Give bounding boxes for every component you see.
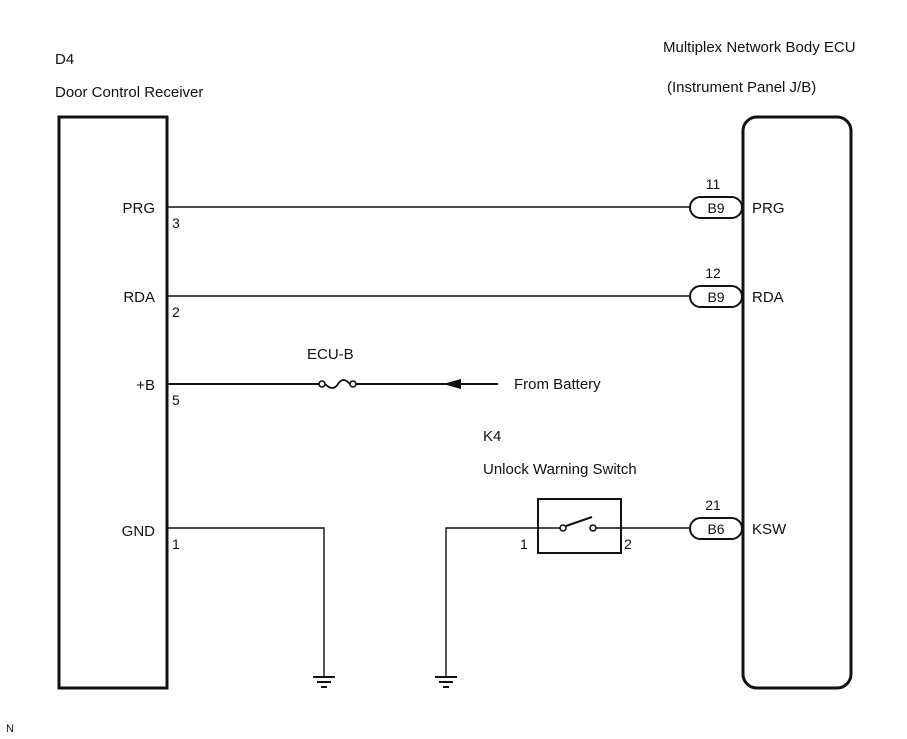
right-component-subtitle: (Instrument Panel J/B): [667, 79, 816, 96]
arrow-left-icon: [443, 379, 461, 389]
left-pin-signal-rda: RDA: [123, 289, 155, 306]
left-component-name: Door Control Receiver: [55, 84, 203, 101]
wire-ksw: K4 Unlock Warning Switch 1 2 B6 21 KSW: [435, 428, 787, 688]
right-pin-signal-prg: PRG: [752, 200, 785, 217]
left-pin-signal-prg: PRG: [122, 200, 155, 217]
switch-box: [537, 498, 622, 554]
door-control-receiver-box: [57, 115, 169, 690]
wire-prg: PRG 3 B9 11 PRG: [122, 176, 784, 231]
connector-b6-ksw: [689, 517, 743, 540]
switch-pin-right: 2: [624, 536, 632, 552]
ground-icon: [313, 676, 335, 688]
wire-plus-b: +B 5 ECU-B From Battery: [136, 346, 601, 408]
fuse-label: ECU-B: [307, 346, 354, 363]
switch-code: K4: [483, 428, 501, 445]
wire-gnd: GND 1: [122, 523, 335, 688]
ground-icon-2: [435, 676, 457, 688]
switch-name: Unlock Warning Switch: [483, 461, 637, 478]
right-component-name: Multiplex Network Body ECU: [663, 39, 856, 56]
connector-b9-rda: [689, 285, 743, 308]
fuse-icon: [318, 379, 357, 389]
right-pin-number-ksw: 21: [705, 497, 721, 513]
right-pin-signal-ksw: KSW: [752, 521, 787, 538]
wire-rda: RDA 2 B9 12 RDA: [123, 265, 783, 320]
body-ecu-box: [741, 115, 853, 690]
left-pin-number-rda: 2: [172, 304, 180, 320]
battery-label: From Battery: [514, 376, 601, 393]
left-pin-signal-plus-b: +B: [136, 377, 155, 394]
switch-pin-left: 1: [520, 536, 528, 552]
connector-label-prg: B9: [707, 200, 724, 216]
footer-mark: N: [6, 723, 14, 735]
left-pin-number-plus-b: 5: [172, 392, 180, 408]
connector-label-ksw: B6: [707, 521, 724, 537]
switch-icon: [559, 516, 597, 532]
left-pin-number-prg: 3: [172, 215, 180, 231]
left-component-code: D4: [55, 51, 74, 68]
left-pin-signal-gnd: GND: [122, 523, 156, 540]
right-pin-number-rda: 12: [705, 265, 721, 281]
right-pin-signal-rda: RDA: [752, 289, 784, 306]
connector-b9-prg: [689, 196, 743, 219]
right-pin-number-prg: 11: [706, 176, 721, 192]
connector-label-rda: B9: [707, 289, 724, 305]
left-pin-number-gnd: 1: [172, 536, 180, 552]
